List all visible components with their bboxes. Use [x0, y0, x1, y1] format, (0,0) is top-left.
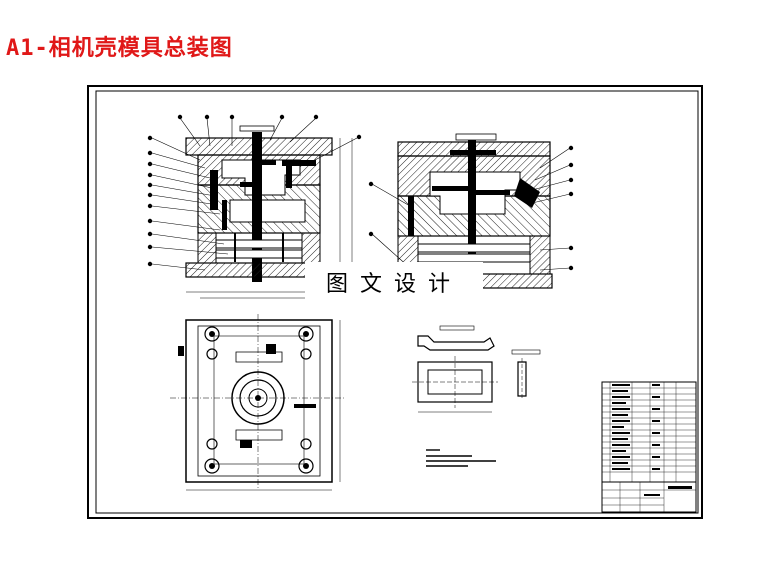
drawing-title: A1-相机壳模具总装图 [6, 36, 233, 61]
technical-notes [426, 449, 496, 467]
outer-border [87, 85, 703, 519]
section-a-a-view [147, 114, 362, 299]
section-f-f-view [412, 349, 541, 413]
inner-border [95, 90, 699, 514]
watermark-label: 图文设计 [305, 262, 483, 302]
title-block [601, 481, 697, 513]
plan-view [170, 314, 346, 491]
parts-list-table [601, 381, 697, 483]
section-h-h-view [417, 325, 495, 351]
